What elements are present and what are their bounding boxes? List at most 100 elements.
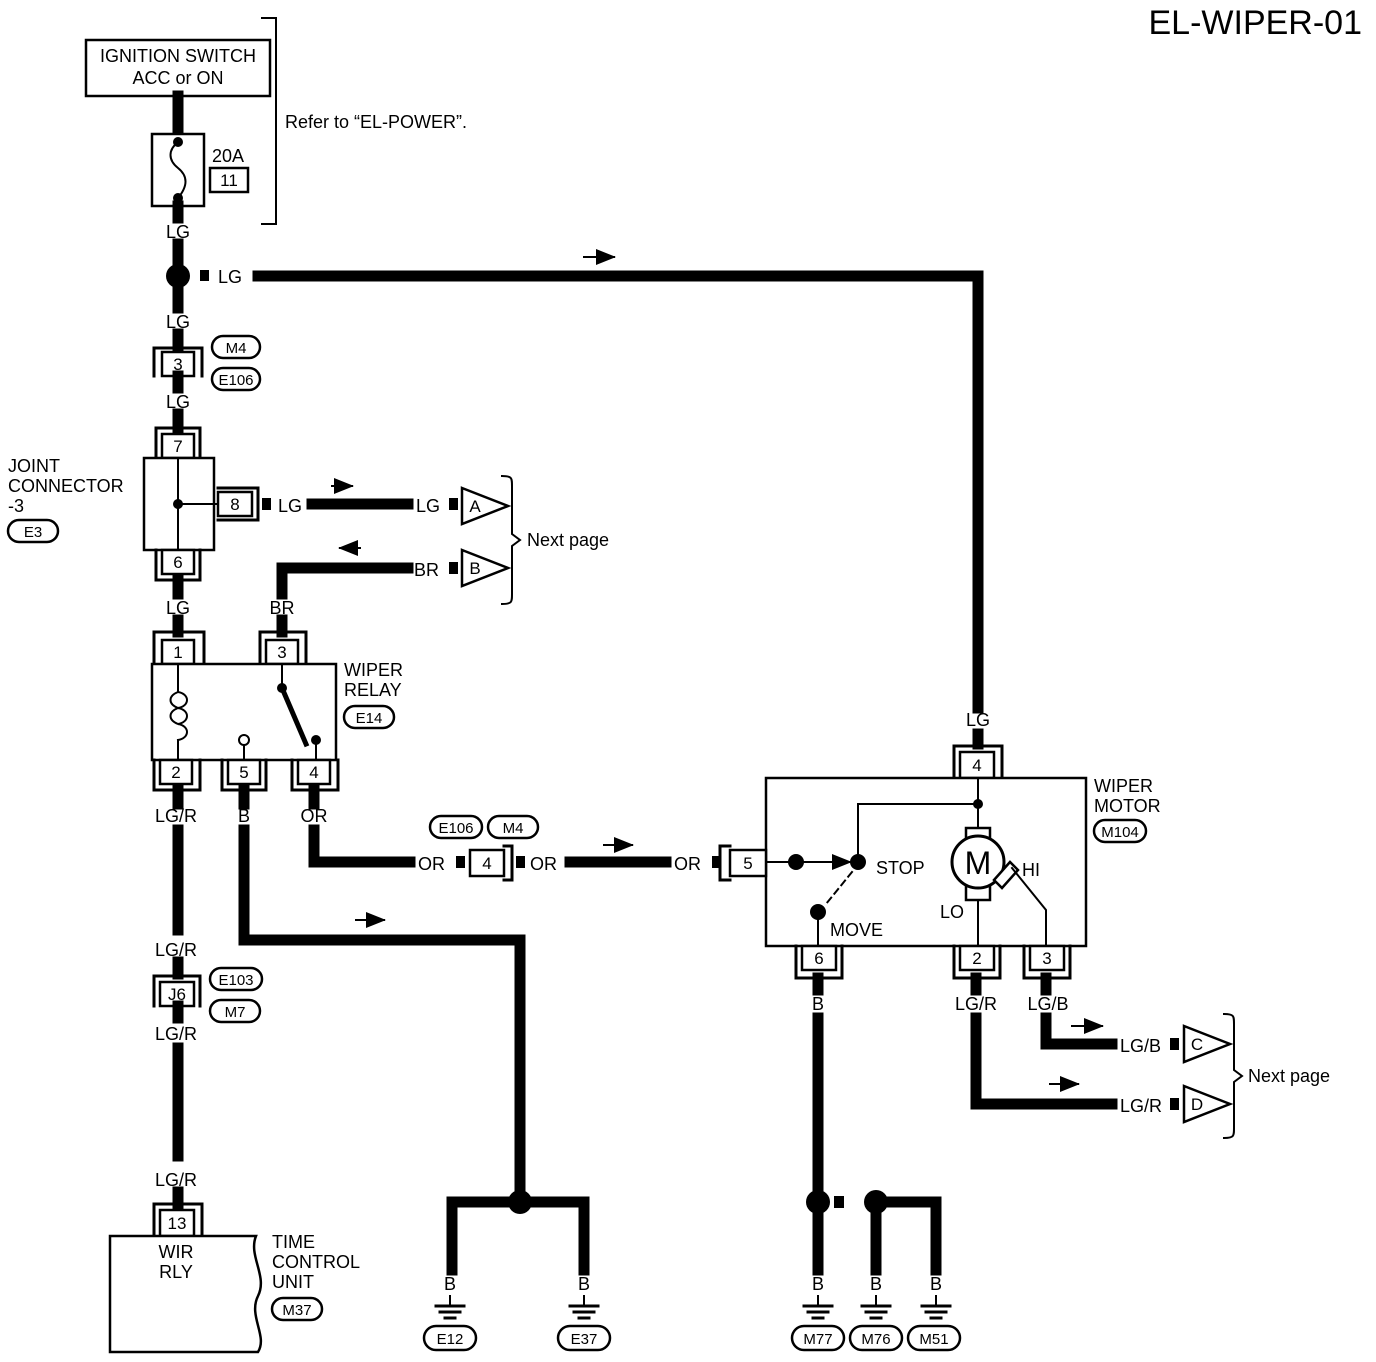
joint-label-2: CONNECTOR xyxy=(8,476,124,496)
wire-label-lgr: LG/R xyxy=(155,1024,197,1044)
svg-text:6: 6 xyxy=(814,949,823,968)
joint-label-1: JOINT xyxy=(8,456,60,476)
ignition-switch: IGNITION SWITCH ACC or ON xyxy=(84,38,272,98)
wire-label-lg: LG xyxy=(166,222,190,242)
ground-symbol xyxy=(802,1295,834,1320)
connector-pin: J6 xyxy=(168,985,186,1004)
svg-text:M: M xyxy=(965,845,992,881)
svg-text:M7: M7 xyxy=(225,1004,246,1021)
relay-label-2: RELAY xyxy=(344,680,402,700)
svg-text:5: 5 xyxy=(743,854,752,873)
wire-lg-to-motor xyxy=(252,270,984,714)
svg-text:D: D xyxy=(1191,1095,1203,1114)
offpage-connector-c xyxy=(1182,1024,1234,1064)
next-page-bracket xyxy=(1222,1012,1244,1140)
wire-label-b: B xyxy=(444,1274,456,1294)
svg-text:E37: E37 xyxy=(571,1331,598,1348)
wire-label-lgr: LG/R xyxy=(155,806,197,826)
svg-text:E106: E106 xyxy=(438,820,473,837)
svg-text:MOVE: MOVE xyxy=(830,920,883,940)
joint-label-3: -3 xyxy=(8,496,24,516)
svg-text:LO: LO xyxy=(940,902,964,922)
connector-code-m4: M4 xyxy=(486,814,540,840)
wire-label-lgr: LG/R xyxy=(155,940,197,960)
wiper-relay: 1 3 2 5 4 xyxy=(150,630,340,792)
svg-text:E103: E103 xyxy=(218,972,253,989)
svg-text:E3: E3 xyxy=(24,524,42,541)
wire-label-lg: LG xyxy=(966,710,990,730)
wire-or xyxy=(308,824,416,868)
svg-text:4: 4 xyxy=(482,854,491,873)
next-page-bracket xyxy=(500,474,522,606)
wire-lgb xyxy=(1040,1012,1118,1050)
next-page-label: Next page xyxy=(1248,1066,1330,1086)
wire-label-b: B xyxy=(578,1274,590,1294)
svg-text:2: 2 xyxy=(972,949,981,968)
offpage-connector-a xyxy=(460,486,512,526)
tcu-label-1: TIME xyxy=(272,1232,315,1252)
svg-text:1: 1 xyxy=(173,643,182,662)
ignition-label-1: IGNITION SWITCH xyxy=(100,46,256,66)
svg-text:M104: M104 xyxy=(1101,824,1139,841)
wire-label-lgb: LG/B xyxy=(1120,1036,1161,1056)
wire-label-lg: LG xyxy=(416,496,440,516)
wire-label-lg: LG xyxy=(218,267,242,287)
ignition-label-2: ACC or ON xyxy=(132,68,223,88)
wire-label-lg: LG xyxy=(166,312,190,332)
ground-code-m76: M76 xyxy=(848,1324,904,1352)
svg-text:3: 3 xyxy=(277,643,286,662)
wire-label-lg: LG xyxy=(166,598,190,618)
wire-label-br: BR xyxy=(414,560,439,580)
svg-text:STOP: STOP xyxy=(876,858,925,878)
wire-b-relay-ground xyxy=(238,824,526,1194)
wiper-motor: 4 5 M HI LO STOP MOVE 6 2 3 xyxy=(718,744,1088,980)
wire-label-lg: LG xyxy=(278,496,302,516)
tcu-label-3: UNIT xyxy=(272,1272,314,1292)
svg-text:7: 7 xyxy=(173,437,182,456)
refer-note: Refer to “EL-POWER”. xyxy=(285,112,467,132)
connector-code-e106: E106 xyxy=(210,366,262,392)
wire-label-b: B xyxy=(930,1274,942,1294)
wire-br xyxy=(276,562,414,600)
svg-text:E14: E14 xyxy=(356,710,383,727)
connector-code-e103: E103 xyxy=(208,966,264,992)
wire-label-or: OR xyxy=(418,854,445,874)
svg-text:5: 5 xyxy=(239,763,248,782)
wire-label-lgr: LG/R xyxy=(1120,1096,1162,1116)
ground-symbol xyxy=(434,1295,466,1320)
connector-code-m7: M7 xyxy=(208,998,262,1024)
svg-text:M77: M77 xyxy=(803,1331,832,1348)
svg-text:8: 8 xyxy=(230,495,239,514)
connector-code-e106: E106 xyxy=(428,814,484,840)
wire-label-lgb: LG/B xyxy=(1027,994,1068,1014)
fuse: 20A 11 xyxy=(150,132,250,208)
ground-symbol xyxy=(568,1295,600,1320)
svg-text:2: 2 xyxy=(171,763,180,782)
fuse-number: 11 xyxy=(220,171,238,190)
relay-label-1: WIPER xyxy=(344,660,403,680)
fuse-rating: 20A xyxy=(212,146,244,166)
connector-code-e3: E3 xyxy=(6,518,60,544)
wire-label-or: OR xyxy=(530,854,557,874)
ground-symbol xyxy=(860,1295,892,1320)
motor-label-2: MOTOR xyxy=(1094,796,1161,816)
svg-text:C: C xyxy=(1191,1035,1203,1054)
offpage-connector-b xyxy=(460,548,512,588)
connector-pin: 3 xyxy=(173,355,182,374)
ground-code-e37: E37 xyxy=(556,1324,612,1352)
ground-symbol xyxy=(920,1295,952,1320)
diagram-title: EL-WIPER-01 xyxy=(1149,4,1363,42)
svg-text:RLY: RLY xyxy=(159,1262,193,1282)
connector-code-m104: M104 xyxy=(1092,818,1148,844)
wire-label-b: B xyxy=(870,1274,882,1294)
svg-text:HI: HI xyxy=(1022,860,1040,880)
svg-text:M37: M37 xyxy=(282,1302,311,1319)
svg-text:13: 13 xyxy=(168,1214,187,1233)
svg-text:3: 3 xyxy=(1042,949,1051,968)
svg-text:E106: E106 xyxy=(218,372,253,389)
wire-label-lgr: LG/R xyxy=(955,994,997,1014)
offpage-connector-d xyxy=(1182,1084,1234,1124)
motor-label-1: WIPER xyxy=(1094,776,1153,796)
